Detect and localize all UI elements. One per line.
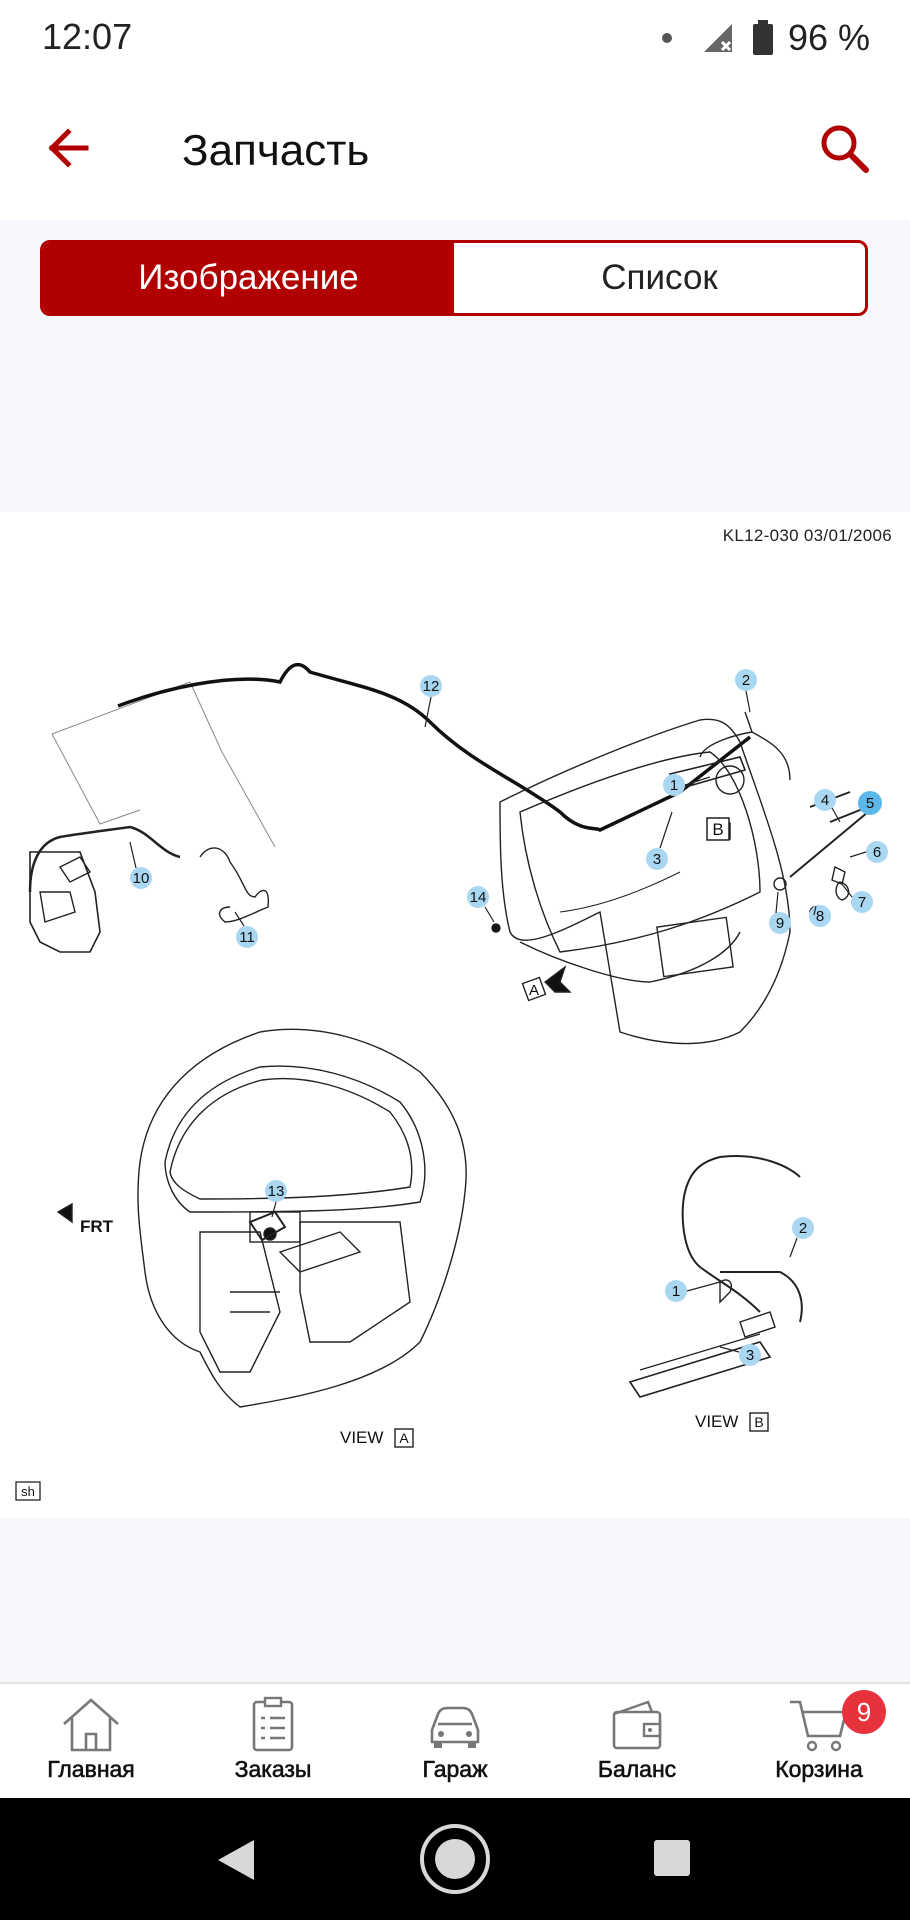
status-time: 12:07 <box>42 16 133 57</box>
orders-list-icon <box>252 1696 294 1752</box>
cart-icon <box>790 1700 848 1752</box>
nav-cart[interactable]: Корзина 9 <box>728 1684 910 1800</box>
car-icon <box>430 1706 480 1748</box>
system-navigation-bar <box>0 1798 910 1920</box>
recents-square-icon[interactable] <box>652 1838 692 1878</box>
callout-9: 9 <box>776 915 784 932</box>
nav-garage-label: Гараж <box>422 1756 488 1783</box>
callout-1: 1 <box>670 777 678 794</box>
view-b-letter: B <box>754 1414 763 1430</box>
cart-count-badge: 9 <box>842 1690 886 1734</box>
frt-label: FRT <box>80 1217 114 1236</box>
signal-icon <box>703 24 732 52</box>
status-icons: 96 % <box>661 16 870 60</box>
callout-13: 13 <box>268 1183 285 1200</box>
app-bar: Запчасть <box>0 78 910 220</box>
battery-percent: 96 % <box>787 17 870 58</box>
callout-view-b-3: 3 <box>746 1347 754 1364</box>
callout-5: 5 <box>866 795 874 812</box>
callout-2: 2 <box>742 672 750 689</box>
nav-orders-label: Заказы <box>234 1756 312 1783</box>
nav-home[interactable]: Главная <box>0 1684 182 1800</box>
wallet-icon <box>612 1700 662 1750</box>
diagram-code: KL12-030 03/01/2006 <box>722 526 892 545</box>
view-a-label: VIEW <box>340 1428 383 1447</box>
battery-icon <box>752 20 773 55</box>
callout-12: 12 <box>423 678 440 695</box>
back-triangle-icon[interactable] <box>214 1838 256 1882</box>
arrow-left-icon[interactable] <box>44 122 96 174</box>
nav-balance-label: Баланс <box>597 1756 677 1783</box>
view-b-label: VIEW <box>695 1412 738 1431</box>
home-circle-icon[interactable] <box>418 1822 492 1896</box>
tab-image[interactable]: Изображение <box>43 243 454 313</box>
callout-view-b-2: 2 <box>799 1220 807 1237</box>
sh-label: sh <box>21 1484 35 1499</box>
notification-dot-icon <box>661 33 672 43</box>
callout-7: 7 <box>858 894 866 911</box>
view-mode-tabs: Изображение Список <box>40 240 868 316</box>
callout-4: 4 <box>821 792 829 809</box>
bottom-navigation: Главная Заказы Гараж Баланс <box>0 1682 910 1800</box>
nav-home-label: Главная <box>47 1756 135 1783</box>
view-a-letter: A <box>399 1430 409 1446</box>
nav-garage[interactable]: Гараж <box>364 1684 546 1800</box>
callout-10: 10 <box>133 870 150 887</box>
home-icon <box>63 1698 119 1752</box>
page-title: Запчасть <box>182 126 370 175</box>
nav-cart-label: Корзина <box>775 1756 863 1783</box>
status-bar: 12:07 96 % <box>0 0 910 78</box>
search-icon[interactable] <box>818 122 870 174</box>
diagram-drawing: 12 2 1 3 4 5 6 7 8 9 10 11 14 13 1 2 3 <box>15 662 888 1501</box>
parts-diagram[interactable]: KL12-030 03/01/2006 <box>0 512 910 1518</box>
nav-orders[interactable]: Заказы <box>182 1684 364 1800</box>
callout-b-letter: B <box>712 820 723 839</box>
callout-3: 3 <box>653 851 661 868</box>
nav-balance[interactable]: Баланс <box>546 1684 728 1800</box>
callout-11: 11 <box>239 929 255 946</box>
callout-14: 14 <box>470 889 487 906</box>
tab-list[interactable]: Список <box>601 258 718 297</box>
arrow-a-letter: A <box>529 982 539 999</box>
callout-view-b-1: 1 <box>672 1283 680 1300</box>
callout-8: 8 <box>816 908 824 925</box>
callout-6: 6 <box>873 844 881 861</box>
